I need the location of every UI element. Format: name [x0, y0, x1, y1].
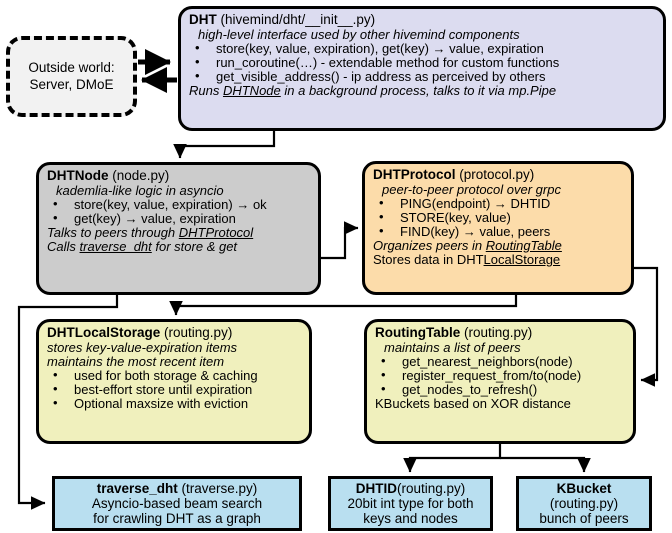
node-dhtprotocol[interactable]: DHTProtocol (protocol.py) peer-to-peer p… — [362, 161, 634, 295]
dhtlocalstorage-bullet-list: used for both storage & caching best-eff… — [47, 368, 302, 411]
dhtnode-footer-2-post: for store & get — [151, 238, 238, 254]
dhtlocalstorage-subtitle-1: stores key-value-expiration items — [47, 339, 238, 355]
dht-bullet-0: store(key, value, expiration), get(key) … — [189, 41, 656, 56]
dhtlocalstorage-bullet-2: Optional maxsize with eviction — [47, 396, 302, 411]
node-routingtable[interactable]: RoutingTable (routing.py) maintains a li… — [364, 319, 636, 444]
dhtnode-footer-link-dhtprotocol[interactable]: DHTProtocol — [178, 224, 254, 240]
dhtnode-title: DHTNode (node.py) — [47, 168, 311, 184]
kbucket-line-3: bunch of peers — [539, 511, 629, 527]
dht-title-name: DHT — [189, 12, 217, 27]
traverse-dht-line-3: for crawling DHT as a graph — [93, 511, 261, 527]
edge-routingtable-to-kbucket — [500, 456, 591, 473]
dhtnode-footer-2: Calls traverse_dht for store & get — [47, 238, 311, 254]
routingtable-title: RoutingTable (routing.py) — [375, 325, 626, 341]
edge-routingtable-to-dhtid — [403, 444, 502, 473]
dhtnode-footer-1-pre: Talks to peers through — [47, 224, 179, 240]
dhtprotocol-title-name: DHTProtocol — [373, 167, 456, 182]
kbucket-line-2: (routing.py) — [549, 495, 619, 511]
dhtprotocol-footer-2: Stores data in DHTLocalStorage — [373, 251, 624, 267]
dhtlocalstorage-title-file: (routing.py) — [160, 325, 233, 340]
dhtlocalstorage-subtitle-2: maintains the most recent item — [47, 353, 225, 369]
routingtable-bullet-0: get_nearest_neighbors(node) — [375, 354, 626, 369]
edge-dhtnode-to-dhtprotocol — [320, 221, 359, 260]
dhtid-title-name: DHTID — [355, 480, 397, 496]
dht-footer-pre: Runs — [189, 82, 223, 98]
node-dhtnode[interactable]: DHTNode (node.py) kademlia-like logic in… — [36, 162, 321, 295]
traverse-dht-title-name: traverse_dht — [96, 480, 178, 496]
dht-subtitle: high-level interface used by other hivem… — [198, 26, 520, 42]
dhtlocalstorage-bullet-0: used for both storage & caching — [47, 368, 302, 383]
dhtnode-title-name: DHTNode — [47, 168, 109, 183]
dht-footer-link-dhtnode[interactable]: DHTNode — [222, 82, 281, 98]
dht-footer-post: in a background process, talks to it via… — [280, 82, 557, 98]
dhtid-title: DHTID(routing.py) — [356, 481, 466, 496]
dhtnode-footer-1: Talks to peers through DHTProtocol — [47, 224, 311, 240]
dht-bullet-list: store(key, value, expiration), get(key) … — [189, 41, 656, 84]
routingtable-bullet-1: register_request_from/to(node) — [375, 368, 626, 383]
outside-world-line-2: Server, DMoE — [29, 76, 114, 92]
dhtnode-bullet-0: store(key, value, expiration) → ok — [47, 197, 311, 212]
dhtlocalstorage-title: DHTLocalStorage (routing.py) — [47, 325, 302, 341]
dht-bullet-1: run_coroutine(…) - extendable method for… — [189, 55, 656, 70]
dht-title: DHT (hivemind/dht/__init__.py) — [189, 12, 656, 28]
dhtnode-footer-2-pre: Calls — [47, 238, 80, 254]
dhtprotocol-footer-link-localstorage[interactable]: LocalStorage — [483, 251, 561, 267]
dhtnode-bullet-list: store(key, value, expiration) → ok get(k… — [47, 197, 311, 226]
dht-footer: Runs DHTNode in a background process, ta… — [189, 82, 656, 98]
node-outside-world[interactable]: Outside world: Server, DMoE — [6, 36, 137, 117]
routingtable-title-name: RoutingTable — [375, 325, 461, 340]
dht-bullet-2: get_visible_address() - ip address as pe… — [189, 69, 656, 84]
dhtprotocol-footer-1: Organizes peers in RoutingTable — [373, 237, 624, 253]
traverse-dht-title-file: (traverse.py) — [177, 480, 258, 496]
dhtprotocol-footer-link-routingtable[interactable]: RoutingTable — [485, 237, 562, 253]
routingtable-subtitle: maintains a list of peers — [384, 339, 521, 355]
dhtnode-subtitle: kademlia-like logic in asyncio — [56, 182, 224, 198]
dhtprotocol-footer-2-pre: Stores data in DHT — [373, 251, 484, 267]
routingtable-title-file: (routing.py) — [460, 325, 533, 340]
node-dhtlocalstorage[interactable]: DHTLocalStorage (routing.py) stores key-… — [36, 319, 312, 444]
edge-dht-to-dhtnode — [173, 131, 276, 159]
outside-world-line-1: Outside world: — [28, 60, 115, 76]
dhtprotocol-title-file: (protocol.py) — [455, 167, 535, 182]
dhtprotocol-bullet-2: FIND(key) → value, peers — [373, 224, 624, 239]
node-dhtid[interactable]: DHTID(routing.py) 20bit int type for bot… — [328, 476, 493, 531]
dhtid-line-2: 20bit int type for both — [347, 495, 474, 511]
dhtnode-title-file: (node.py) — [108, 168, 170, 183]
routingtable-bullet-2: get_nodes_to_refresh() — [375, 382, 626, 397]
node-kbucket[interactable]: KBucket (routing.py) bunch of peers — [516, 476, 652, 531]
node-dht[interactable]: DHT (hivemind/dht/__init__.py) high-leve… — [178, 6, 666, 131]
dhtnode-bullet-1: get(key) → value, expiration — [47, 211, 311, 226]
dhtid-title-file: (routing.py) — [396, 480, 466, 496]
dht-title-file: (hivemind/dht/__init__.py) — [216, 12, 376, 27]
dhtprotocol-title: DHTProtocol (protocol.py) — [373, 167, 624, 183]
dhtlocalstorage-title-name: DHTLocalStorage — [47, 325, 161, 340]
routingtable-footer: KBuckets based on XOR distance — [375, 395, 571, 411]
traverse-dht-line-2: Asyncio-based beam search — [91, 495, 263, 511]
dhtid-line-3: keys and nodes — [363, 511, 458, 527]
dhtlocalstorage-bullet-1: best-effort store until expiration — [47, 382, 302, 397]
dhtprotocol-bullet-0: PING(endpoint) → DHTID — [373, 196, 624, 211]
edge-dhtprotocol-to-dhtlocalstorage — [169, 295, 518, 316]
dhtprotocol-bullet-list: PING(endpoint) → DHTID STORE(key, value)… — [373, 196, 624, 239]
dhtprotocol-footer-1-pre: Organizes peers in — [373, 237, 486, 253]
dhtnode-footer-link-traverse-dht[interactable]: traverse_dht — [79, 238, 152, 254]
traverse-dht-title: traverse_dht (traverse.py) — [97, 481, 258, 496]
dhtprotocol-bullet-1: STORE(key, value) — [373, 210, 624, 225]
node-traverse-dht[interactable]: traverse_dht (traverse.py) Asyncio-based… — [52, 476, 302, 531]
routingtable-bullet-list: get_nearest_neighbors(node) register_req… — [375, 354, 626, 397]
dhtprotocol-subtitle: peer-to-peer protocol over grpc — [382, 181, 561, 197]
kbucket-title: KBucket — [556, 480, 612, 496]
